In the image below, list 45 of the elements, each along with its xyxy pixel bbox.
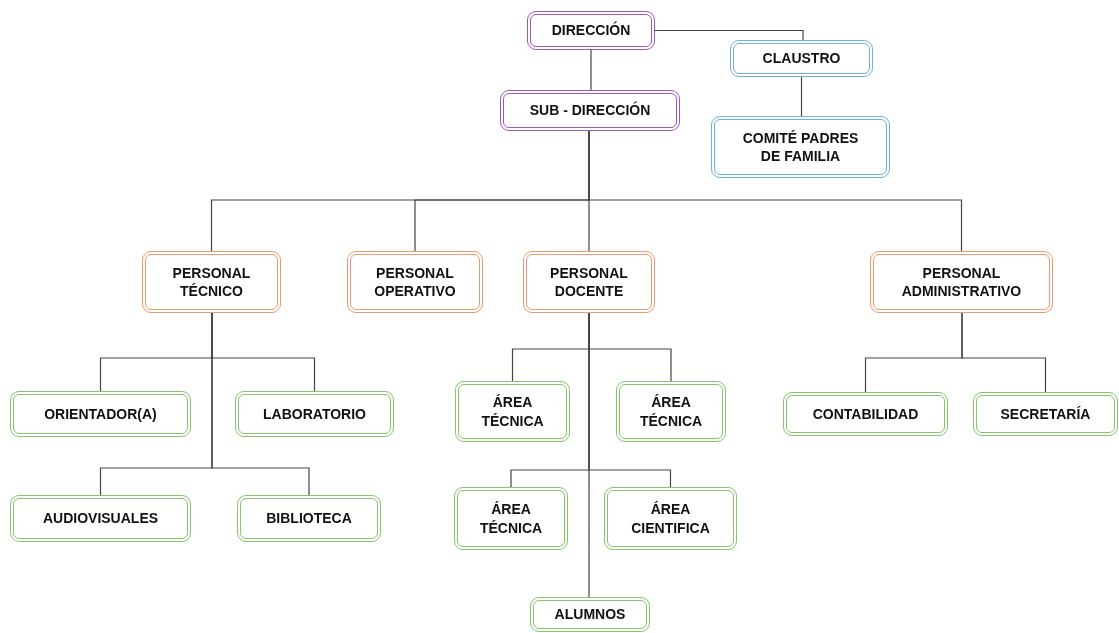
unit-box: [454, 487, 568, 550]
unit-box: [616, 381, 726, 442]
node-label: PERSONAL TÉCNICO: [171, 263, 252, 301]
org-box: [730, 40, 873, 77]
node-label: PERSONAL DOCENTE: [549, 263, 629, 301]
node-label: COMITÉ PADRES DE FAMILIA: [741, 128, 860, 166]
org-box: [711, 116, 890, 178]
node-label: PERSONAL ADMINISTRATIVO: [900, 263, 1023, 301]
connector-line: [800, 76, 803, 117]
unit-box: [235, 391, 394, 437]
connector-line: [588, 130, 963, 252]
org-box: [523, 251, 655, 313]
connector-line: [961, 312, 1047, 393]
unit-box: [455, 381, 570, 442]
node-label: PERSONAL OPERATIVO: [373, 263, 457, 301]
unit-box: [973, 392, 1118, 436]
node-label: BIBLIOTECA: [265, 509, 353, 528]
unit-box: [604, 487, 737, 550]
node-label: CONTABILIDAD: [811, 404, 920, 424]
node-label: CLAUSTRO: [761, 49, 842, 68]
org-box: [870, 251, 1053, 313]
org-box: [500, 90, 680, 131]
node-label: SUB - DIRECCIÓN: [528, 101, 652, 120]
connector-line: [211, 312, 310, 496]
node-label: LABORATORIO: [262, 404, 367, 424]
node-label: ÁREA CIENTIFICA: [630, 500, 711, 537]
org-box: [142, 251, 281, 313]
org-box: [347, 251, 483, 313]
node-label: ÁREA TÉCNICA: [478, 500, 544, 537]
org-box: [527, 11, 655, 50]
node-label: ÁREA TÉCNICA: [480, 393, 545, 430]
unit-box: [530, 597, 650, 632]
node-label: ORIENTADOR(A): [43, 404, 158, 424]
unit-box: [237, 495, 381, 542]
unit-box: [10, 495, 191, 542]
node-label: ÁREA TÉCNICA: [638, 393, 704, 430]
node-label: ALUMNOS: [553, 605, 627, 624]
connector-line: [588, 312, 590, 598]
connector-line: [654, 29, 804, 41]
unit-box: [783, 392, 948, 436]
node-label: AUDIOVISUALES: [41, 509, 160, 528]
node-label: SECRETARÍA: [999, 404, 1092, 424]
unit-box: [10, 391, 191, 437]
connector-line: [590, 49, 592, 91]
node-label: DIRECCIÓN: [550, 21, 632, 40]
